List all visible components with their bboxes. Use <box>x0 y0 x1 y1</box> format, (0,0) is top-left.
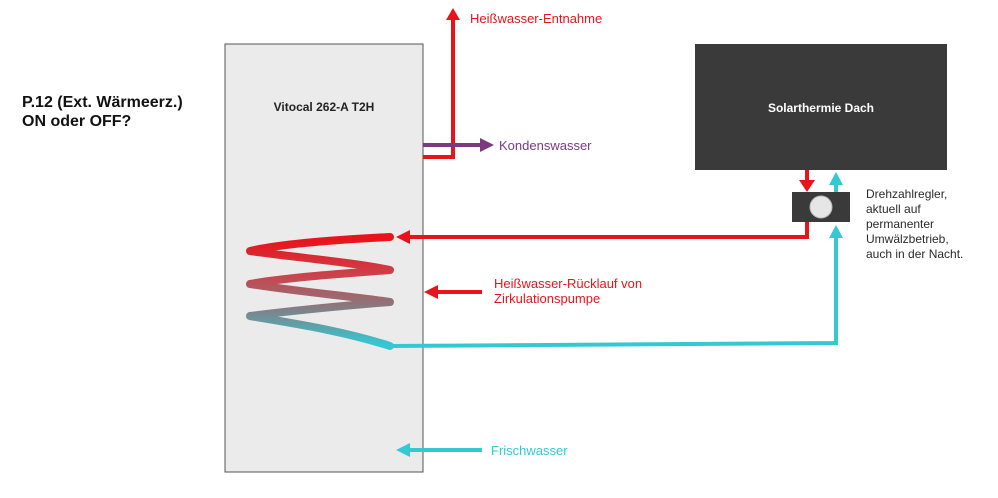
circulation-return-label-line-2: Zirkulationspumpe <box>494 291 600 306</box>
tank-label: Vitocal 262-A T2H <box>274 100 375 114</box>
controller-note-line-2: aktuell auf <box>866 202 921 216</box>
solar-panel <box>695 44 947 170</box>
condensate-arrowhead <box>480 138 494 152</box>
controller-to-panel-arrowhead <box>829 172 843 185</box>
condensate-label: Kondenswasser <box>499 138 592 153</box>
heat-exchanger-coil <box>246 233 394 350</box>
controller-note-line-1: Drehzahlregler, <box>866 187 947 201</box>
hot-water-outlet-label: Heißwasser-Entnahme <box>470 11 602 26</box>
controller-note-line-4: Umwälzbetrieb, <box>866 232 949 246</box>
solar-return-pipe <box>389 236 838 348</box>
circulation-return-label-line-1: Heißwasser-Rücklauf von <box>494 276 642 291</box>
fresh-water-arrowhead <box>396 443 410 457</box>
solar-flow-arrowhead <box>396 230 410 244</box>
controller-note-line-3: permanenter <box>866 217 934 231</box>
hot-water-outlet-pipe <box>423 18 455 159</box>
controller-note-line-5: auch in der Nacht. <box>866 247 963 261</box>
hot-water-outlet-arrowhead <box>446 8 460 20</box>
solar-return-arrowhead <box>829 225 843 238</box>
panel-to-controller-arrowhead <box>799 180 815 192</box>
solar-panel-label: Solarthermie Dach <box>768 101 874 115</box>
fresh-water-label: Frischwasser <box>491 443 568 458</box>
circulation-return-arrowhead <box>424 285 438 299</box>
question-line-1: P.12 (Ext. Wärmeerz.) <box>22 94 183 111</box>
pump-icon <box>809 195 833 219</box>
question-line-2: ON oder OFF? <box>22 113 131 130</box>
solar-flow-pipe <box>408 222 809 239</box>
